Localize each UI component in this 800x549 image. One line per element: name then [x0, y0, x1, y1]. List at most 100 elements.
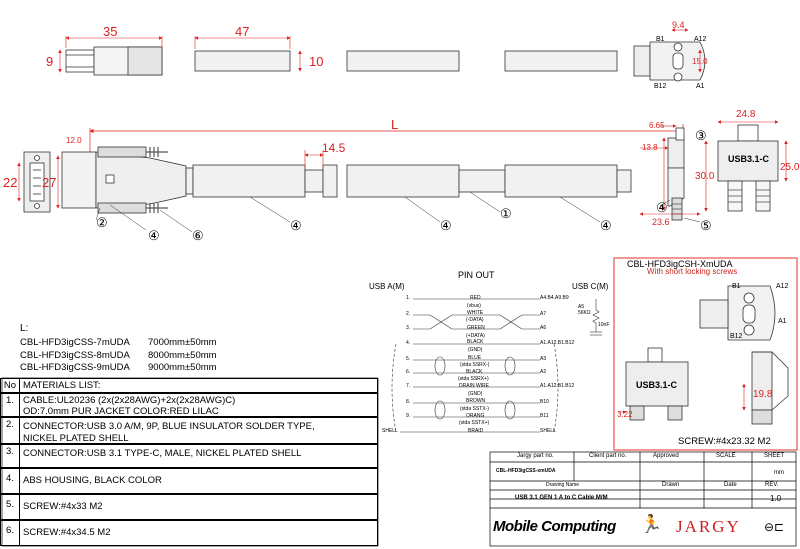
pinout-left-header: USB A(M): [369, 282, 405, 291]
pin-wire: BLACK: [466, 369, 483, 375]
connector-label-main: USB3.1-C: [728, 154, 770, 164]
balloon-4-c: ④: [440, 218, 452, 233]
balloon-4-d: ④: [600, 218, 612, 233]
tb-rev: 1.0: [770, 494, 782, 503]
balloon-3: ③: [695, 128, 707, 143]
balloon-5: ⑤: [700, 218, 712, 233]
tb-drawn-label: Drawn: [662, 482, 680, 488]
pin-wire: DRAIN WIRE: [459, 383, 489, 389]
tb-drawing-name: USB 3.1 GEN 1 A to C Cable M/M: [515, 495, 608, 501]
tb-part-no: CBL-HFD3igCSS-xmUDA: [496, 468, 556, 474]
runner-logo-icon: 🏃: [640, 514, 663, 534]
pin-dest: B10: [540, 399, 549, 405]
pinout-wiring: [391, 298, 602, 433]
pin-no: 7.: [406, 383, 411, 389]
material-line: CONNECTOR:USB 3.1 TYPE-C, MALE, NICKEL P…: [23, 448, 302, 459]
tb-approved-label: Approved: [653, 453, 679, 459]
usb-c-end-view: [633, 41, 706, 82]
dim-L: L: [391, 117, 399, 132]
pin-wire: ORANG: [466, 413, 485, 419]
material-row: 4. ABS HOUSING, BLACK COLOR: [0, 468, 378, 494]
dim-25: 25.0: [780, 162, 800, 173]
length-value: 9000mm±50mm: [148, 362, 217, 373]
material-row: 6. SCREW:#4x34.5 M2: [0, 520, 378, 546]
tb-scale-label: SCALE: [716, 453, 736, 459]
variant-part: CBL-HFD3igCSH-XmUDA: [627, 259, 733, 269]
material-line: SCREW:#4x33 M2: [23, 501, 103, 512]
variant-drawings: [625, 285, 789, 425]
pin-dest: B11: [540, 413, 549, 419]
pin-no: SHELL: [382, 428, 398, 434]
dim-10: 10: [309, 54, 324, 69]
pin-dest: A2: [540, 369, 547, 375]
cable-segments-middle: [185, 164, 632, 198]
pin-a1-top: A1: [696, 83, 705, 90]
pinout-right-header: USB C(M): [572, 282, 609, 291]
tb-rev-label: REV.: [765, 482, 779, 488]
materials-header: MATERIALS LIST:: [23, 380, 101, 391]
dim-13-8: 13.8: [642, 143, 658, 152]
pin-no: 1.: [406, 295, 411, 301]
pin-a12-variant: A12: [776, 283, 789, 290]
balloon-6: ⑥: [192, 228, 204, 243]
pin-b12-top: B12: [654, 83, 667, 90]
variant-screw: SCREW:#4x23.32 M2: [678, 436, 771, 447]
pin-no: 5.: [406, 356, 411, 362]
length-value: 7000mm±50mm: [148, 337, 217, 348]
pinout-capacitor: 10nF: [598, 322, 610, 328]
dim-47: 47: [235, 24, 250, 39]
material-row: 1. CABLE:UL20236 (2x(2x28AWG)+2x(2x28AWG…: [0, 393, 378, 417]
pin-wire: GREEN: [467, 325, 485, 331]
pin-dest: A1.A12.B1.B12: [540, 383, 575, 389]
tb-jargy-part-label: Jargy part no.: [517, 453, 554, 459]
pin-wire: BRAID: [468, 428, 484, 434]
balloon-1: ①: [500, 206, 512, 221]
materials-no-header: No: [1, 379, 20, 392]
tb-client-part-label: Client part no.: [589, 453, 627, 459]
length-part: CBL-HFD3igCSS-9mUDA: [20, 362, 130, 373]
dim-24-8: 24.8: [736, 109, 756, 120]
dim-19-8: 19.8: [753, 389, 773, 400]
pin-a1-variant: A1: [778, 318, 787, 325]
pin-b1-variant: B1: [732, 283, 741, 290]
tb-sheet-label: SHEET: [764, 453, 785, 459]
usb-a-face-view: [23, 151, 51, 213]
cable-segments-top: [194, 50, 618, 72]
jargy-logo: JARGY: [676, 517, 741, 536]
dim-35: 35: [103, 24, 118, 39]
material-no: 1.: [1, 394, 20, 416]
pinout-resistor: A5 56KΩ: [578, 304, 591, 316]
balloon-4-a: ④: [148, 228, 160, 243]
variant-box: [613, 257, 798, 451]
balloon-4-b: ④: [290, 218, 302, 233]
pin-wire: BLUE: [468, 355, 482, 361]
dim-22: 22: [3, 175, 18, 190]
pin-b12-variant: B12: [730, 333, 743, 340]
balloon-2: ②: [96, 215, 108, 230]
length-value: 8000mm±50mm: [148, 350, 217, 361]
material-no: 3.: [1, 445, 20, 467]
dim-9: 9: [46, 54, 54, 69]
pin-wire: BROWN: [466, 398, 486, 404]
material-no: 6.: [1, 521, 20, 545]
materials-header-row: No MATERIALS LIST:: [0, 378, 378, 393]
dim-9-4: 9.4: [672, 20, 685, 30]
pin-signal: (-DATA): [466, 317, 484, 323]
pin-dest: A6: [540, 325, 547, 331]
pin-wire: WHITE: [467, 310, 484, 316]
pin-no: 4.: [406, 340, 411, 346]
material-line: CABLE:UL20236 (2x(2x28AWG)+2x(2x28AWG)C): [23, 395, 236, 406]
pin-wire: BLACK: [467, 339, 484, 345]
material-line: OD:7.0mm PUR JACKET COLOR:RED LILAC: [23, 406, 219, 417]
pin-dest: A3: [540, 356, 547, 362]
pinout-title: PIN OUT: [458, 270, 495, 280]
material-line: NICKEL PLATED SHELL: [23, 433, 129, 444]
pin-no: 6.: [406, 369, 411, 375]
length-part: CBL-HFD3igCSS-8mUDA: [20, 350, 130, 361]
projection-symbol-icon: ⊖⊏: [764, 520, 785, 534]
material-row: 3. CONNECTOR:USB 3.1 TYPE-C, MALE, NICKE…: [0, 444, 378, 468]
pin-signal: (vbus): [467, 303, 481, 309]
dim-6-65: 6.65: [649, 121, 665, 130]
variant-note: With short locking screws: [647, 267, 738, 276]
material-line: SCREW:#4x34.5 M2: [23, 527, 111, 538]
